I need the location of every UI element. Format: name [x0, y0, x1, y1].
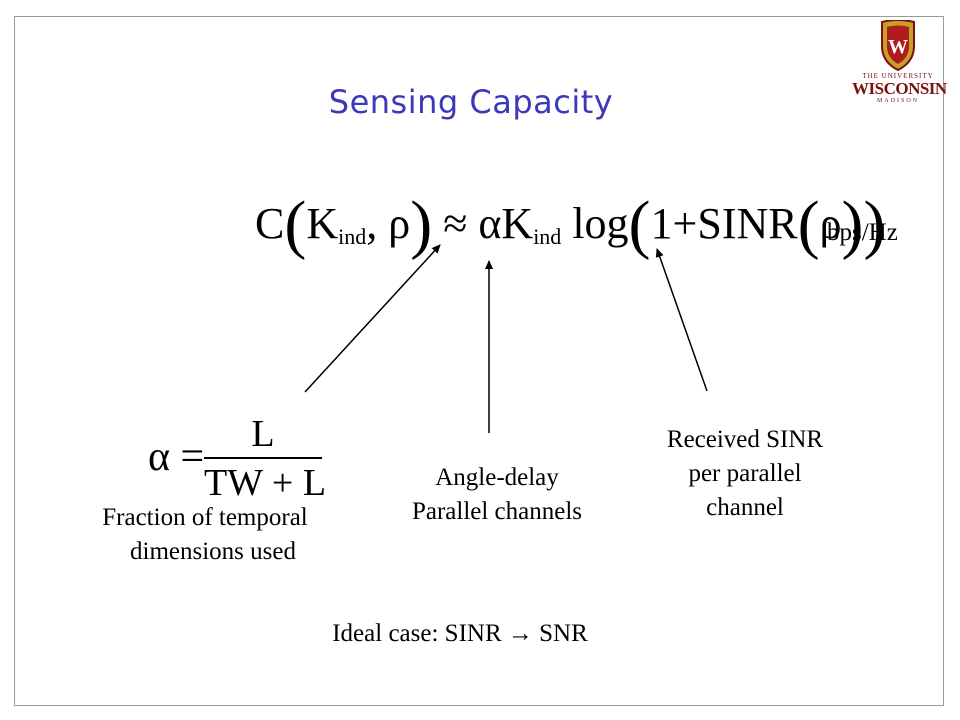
arrows-layer	[304, 244, 708, 433]
sinr-label-line2: per parallel	[688, 460, 802, 487]
alpha-denominator: TW + L	[204, 462, 327, 504]
arrow-sinr	[655, 248, 708, 392]
logo-line2: WISCONSIN	[852, 79, 947, 98]
fraction-label-line2: dimensions used	[130, 538, 296, 565]
fraction-bar	[204, 457, 322, 459]
alpha-fraction: L TW + L	[204, 413, 327, 504]
slide-frame: Sensing Capacity C(Kind, ρ) ≈ αKind log(…	[14, 16, 944, 706]
fraction-label-line1: Fraction of temporal	[102, 504, 308, 531]
eq-approx: ≈	[443, 199, 468, 248]
ideal-case-note: Ideal case: SINR → SNR	[332, 620, 588, 647]
eq-K: K	[306, 199, 339, 248]
arrow-alpha	[304, 244, 441, 393]
eq-paren-open: (	[284, 188, 307, 261]
eq-log-paren-close: )	[863, 188, 886, 261]
eq-sinr-paren-open: (	[797, 188, 820, 261]
university-logo: W THE UNIVERSITY WISCONSIN MADISON	[852, 19, 947, 104]
alpha-definition: α = L TW + L	[148, 413, 328, 503]
eq-rho: ρ	[819, 199, 842, 248]
eq-K-subscript: ind	[338, 224, 367, 249]
sinr-label: Received SINR per parallel channel	[615, 423, 875, 525]
eq-alpha-K: αK	[478, 199, 534, 248]
eq-comma-rho: , ρ	[366, 199, 411, 248]
eq-log: log	[572, 199, 629, 248]
eq-rhs-subscript: ind	[533, 224, 562, 249]
sinr-label-line3: channel	[706, 494, 784, 521]
alpha-lhs: α =	[148, 434, 205, 480]
slide-title: Sensing Capacity	[328, 83, 614, 121]
units-label: bps/Hz	[827, 219, 898, 246]
angle-delay-label: Angle-delay Parallel channels	[377, 461, 617, 529]
fraction-label: Fraction of temporal dimensions used	[65, 501, 345, 569]
eq-C: C	[255, 199, 285, 248]
angle-label-line1: Angle-delay	[435, 464, 559, 491]
logo-line1: THE UNIVERSITY	[862, 72, 934, 80]
crest-icon: W	[881, 19, 915, 72]
sinr-label-line1: Received SINR	[666, 426, 824, 453]
logo-line3: MADISON	[876, 98, 919, 104]
eq-one-plus-sinr: 1+SINR	[650, 199, 798, 248]
capacity-equation: C(Kind, ρ) ≈ αKind log(1+SINR(ρ))	[255, 187, 886, 263]
alpha-numerator: L	[251, 413, 275, 455]
eq-log-paren-open: (	[628, 188, 651, 261]
eq-sinr-paren-close: )	[841, 188, 864, 261]
eq-paren-close: )	[410, 188, 433, 261]
crest-letter: W	[888, 36, 908, 58]
angle-label-line2: Parallel channels	[411, 498, 583, 525]
